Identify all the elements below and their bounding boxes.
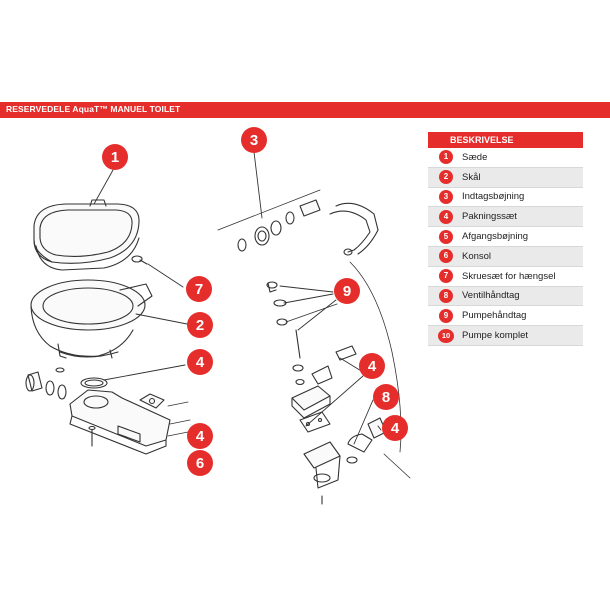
part-number-badge: 3 bbox=[439, 189, 453, 204]
callout-pump-handle: 9 bbox=[334, 278, 360, 304]
leader-lines bbox=[93, 151, 382, 445]
part-description: Afgangsbøjning bbox=[462, 231, 529, 243]
pump-drawing bbox=[266, 261, 411, 505]
part-number-badge: 2 bbox=[439, 170, 453, 185]
part-description: Pumpe komplet bbox=[462, 330, 529, 342]
part-number-badge: 9 bbox=[439, 308, 453, 323]
callout-gasket-pump-label: 4 bbox=[368, 358, 377, 375]
parts-table-row: 7 Skruesæt for hængsel bbox=[428, 266, 583, 287]
parts-table-row: 4 Pakningssæt bbox=[428, 207, 583, 228]
part-number-badge: 1 bbox=[439, 150, 453, 165]
callout-hinge-screws: 7 bbox=[186, 276, 212, 302]
callout-gasket-left: 4 bbox=[187, 423, 213, 449]
callout-gasket-valve: 4 bbox=[382, 415, 408, 441]
part-description: Skål bbox=[462, 171, 481, 183]
left-fittings-drawing bbox=[25, 371, 67, 400]
callout-intake-bend-label: 3 bbox=[250, 132, 258, 149]
callout-gasket-pump: 4 bbox=[359, 353, 385, 379]
page-title: RESERVEDELE AquaT™ MANUEL TOILET bbox=[6, 104, 181, 114]
part-description: Skruesæt for hængsel bbox=[462, 270, 556, 282]
intake-bend-drawing bbox=[217, 189, 379, 256]
part-description: Pakningssæt bbox=[462, 211, 517, 223]
part-number-badge: 5 bbox=[439, 229, 453, 244]
part-number-badge: 8 bbox=[439, 288, 453, 303]
part-number-badge: 10 bbox=[438, 328, 454, 343]
parts-table-row: 5 Afgangsbøjning bbox=[428, 227, 583, 247]
part-description: Pumpehåndtag bbox=[462, 310, 527, 322]
hinge-screw-drawing bbox=[131, 255, 148, 265]
callout-gasket-valve-label: 4 bbox=[391, 420, 400, 437]
callout-bowl: 2 bbox=[187, 312, 213, 338]
callout-gasket-left-label: 4 bbox=[196, 428, 205, 445]
part-number-badge: 4 bbox=[439, 209, 453, 224]
callout-intake-bend: 3 bbox=[241, 127, 267, 153]
seat-drawing bbox=[33, 199, 140, 271]
callout-gasket-base-label: 4 bbox=[196, 354, 205, 371]
part-description: Ventilhåndtag bbox=[462, 290, 520, 302]
callout-seat: 1 bbox=[102, 144, 128, 170]
part-number-badge: 7 bbox=[439, 269, 453, 284]
part-description: Indtagsbøjning bbox=[462, 191, 525, 203]
parts-table-row: 10 Pumpe komplet bbox=[428, 326, 583, 346]
parts-table-heading: BESKRIVELSE bbox=[428, 132, 583, 148]
callout-hinge-screws-label: 7 bbox=[195, 281, 203, 298]
callout-gasket-base: 4 bbox=[187, 349, 213, 375]
callout-valve-handle-label: 8 bbox=[382, 389, 390, 406]
parts-table-row: 1 Sæde bbox=[428, 148, 583, 168]
bowl-drawing bbox=[30, 279, 153, 359]
callout-bracket: 6 bbox=[187, 450, 213, 476]
parts-table-row: 8 Ventilhåndtag bbox=[428, 286, 583, 307]
parts-table-row: 2 Skål bbox=[428, 167, 583, 188]
callout-bracket-label: 6 bbox=[196, 455, 204, 472]
callout-seat-label: 1 bbox=[111, 149, 119, 166]
part-description: Sæde bbox=[462, 151, 488, 163]
parts-table-row: 6 Konsol bbox=[428, 246, 583, 267]
callout-pump-handle-label: 9 bbox=[343, 283, 351, 300]
parts-table-row: 3 Indtagsbøjning bbox=[428, 187, 583, 208]
parts-table-row: 9 Pumpehåndtag bbox=[428, 306, 583, 327]
parts-table: BESKRIVELSE 1 Sæde 2 Skål 3 Indtagsbøjning 4 Pa… bbox=[428, 132, 583, 346]
parts-table-rows: 1 Sæde 2 Skål 3 Indtagsbøjning 4 Pakningssæt 5 Af… bbox=[428, 148, 583, 346]
callout-valve-handle: 8 bbox=[373, 384, 399, 410]
callout-bowl-label: 2 bbox=[196, 317, 204, 334]
part-description: Konsol bbox=[462, 250, 492, 262]
part-number-badge: 6 bbox=[439, 249, 453, 264]
header-banner: RESERVEDELE AquaT™ MANUEL TOILET bbox=[0, 102, 610, 118]
base-drawing bbox=[69, 389, 171, 455]
